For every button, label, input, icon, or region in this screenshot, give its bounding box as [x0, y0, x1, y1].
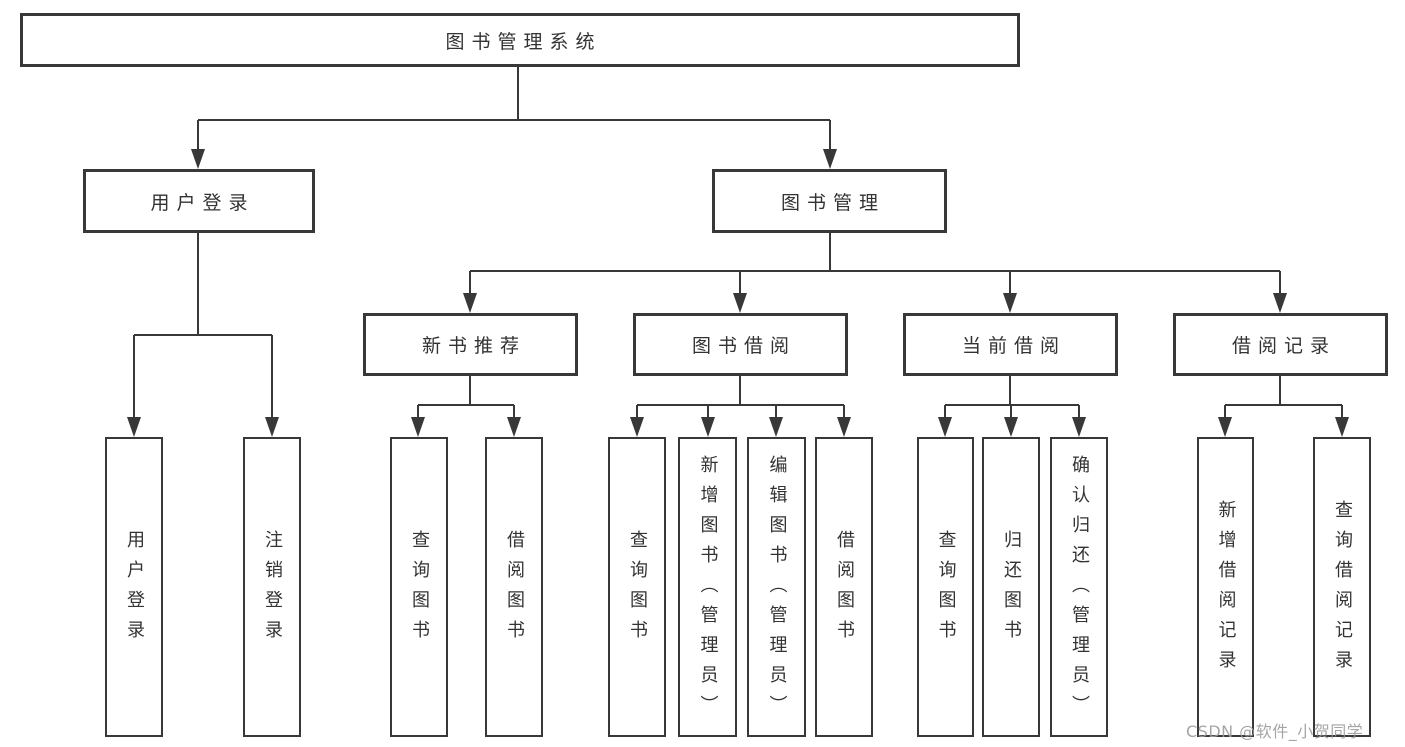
leaf-query-books-recommend-label: 查询图书 [409, 530, 430, 650]
node-new-book-recommend: 新书推荐 [363, 313, 578, 376]
node-borrow-records: 借阅记录 [1173, 313, 1388, 376]
leaf-add-borrow-record-label: 新增借阅记录 [1215, 500, 1237, 680]
node-new-book-recommend-label: 新书推荐 [421, 335, 526, 357]
node-book-borrowing-label: 图书借阅 [691, 335, 796, 357]
leaf-add-book-admin-label: 新增图书（管理员） [697, 455, 719, 725]
leaf-user-login: 用户登录 [105, 437, 163, 737]
node-current-borrowing: 当前借阅 [903, 313, 1118, 376]
leaf-borrow-books-recommend: 借阅图书 [485, 437, 543, 737]
leaf-query-books-recommend: 查询图书 [390, 437, 448, 737]
leaf-borrow-books-borrow: 借阅图书 [815, 437, 873, 737]
node-book-management-label: 图书管理 [780, 191, 885, 214]
node-user-login: 用户登录 [83, 169, 315, 233]
node-root-label: 图书管理系统 [445, 30, 602, 53]
leaf-logout: 注销登录 [243, 437, 301, 737]
watermark-text: CSDN @软件_小贺同学 [1186, 722, 1364, 741]
node-book-borrowing: 图书借阅 [633, 313, 848, 376]
leaf-add-borrow-record: 新增借阅记录 [1197, 437, 1254, 737]
leaf-query-books-borrow: 查询图书 [608, 437, 666, 737]
leaf-query-borrow-record: 查询借阅记录 [1313, 437, 1371, 737]
leaf-confirm-return-admin-label: 确认归还（管理员） [1069, 455, 1090, 725]
node-root: 图书管理系统 [20, 13, 1020, 67]
leaf-confirm-return-admin: 确认归还（管理员） [1050, 437, 1108, 737]
node-user-login-label: 用户登录 [150, 191, 255, 214]
node-book-management: 图书管理 [712, 169, 947, 233]
leaf-logout-label: 注销登录 [262, 530, 283, 650]
arrowheads [127, 149, 1349, 437]
leaf-query-books-current: 查询图书 [917, 437, 974, 737]
node-borrow-records-label: 借阅记录 [1231, 335, 1336, 357]
leaf-query-books-current-label: 查询图书 [935, 530, 957, 650]
leaf-borrow-books-recommend-label: 借阅图书 [504, 530, 525, 650]
leaf-edit-book-admin: 编辑图书（管理员） [747, 437, 806, 737]
leaf-return-book: 归还图书 [982, 437, 1040, 737]
leaf-user-login-label: 用户登录 [124, 530, 145, 650]
leaf-query-borrow-record-label: 查询借阅记录 [1332, 500, 1353, 680]
leaf-query-books-borrow-label: 查询图书 [627, 530, 648, 650]
leaf-add-book-admin: 新增图书（管理员） [678, 437, 737, 737]
leaf-return-book-label: 归还图书 [1001, 530, 1022, 650]
leaf-edit-book-admin-label: 编辑图书（管理员） [766, 455, 788, 725]
node-current-borrowing-label: 当前借阅 [961, 335, 1066, 357]
leaf-borrow-books-borrow-label: 借阅图书 [834, 530, 855, 650]
